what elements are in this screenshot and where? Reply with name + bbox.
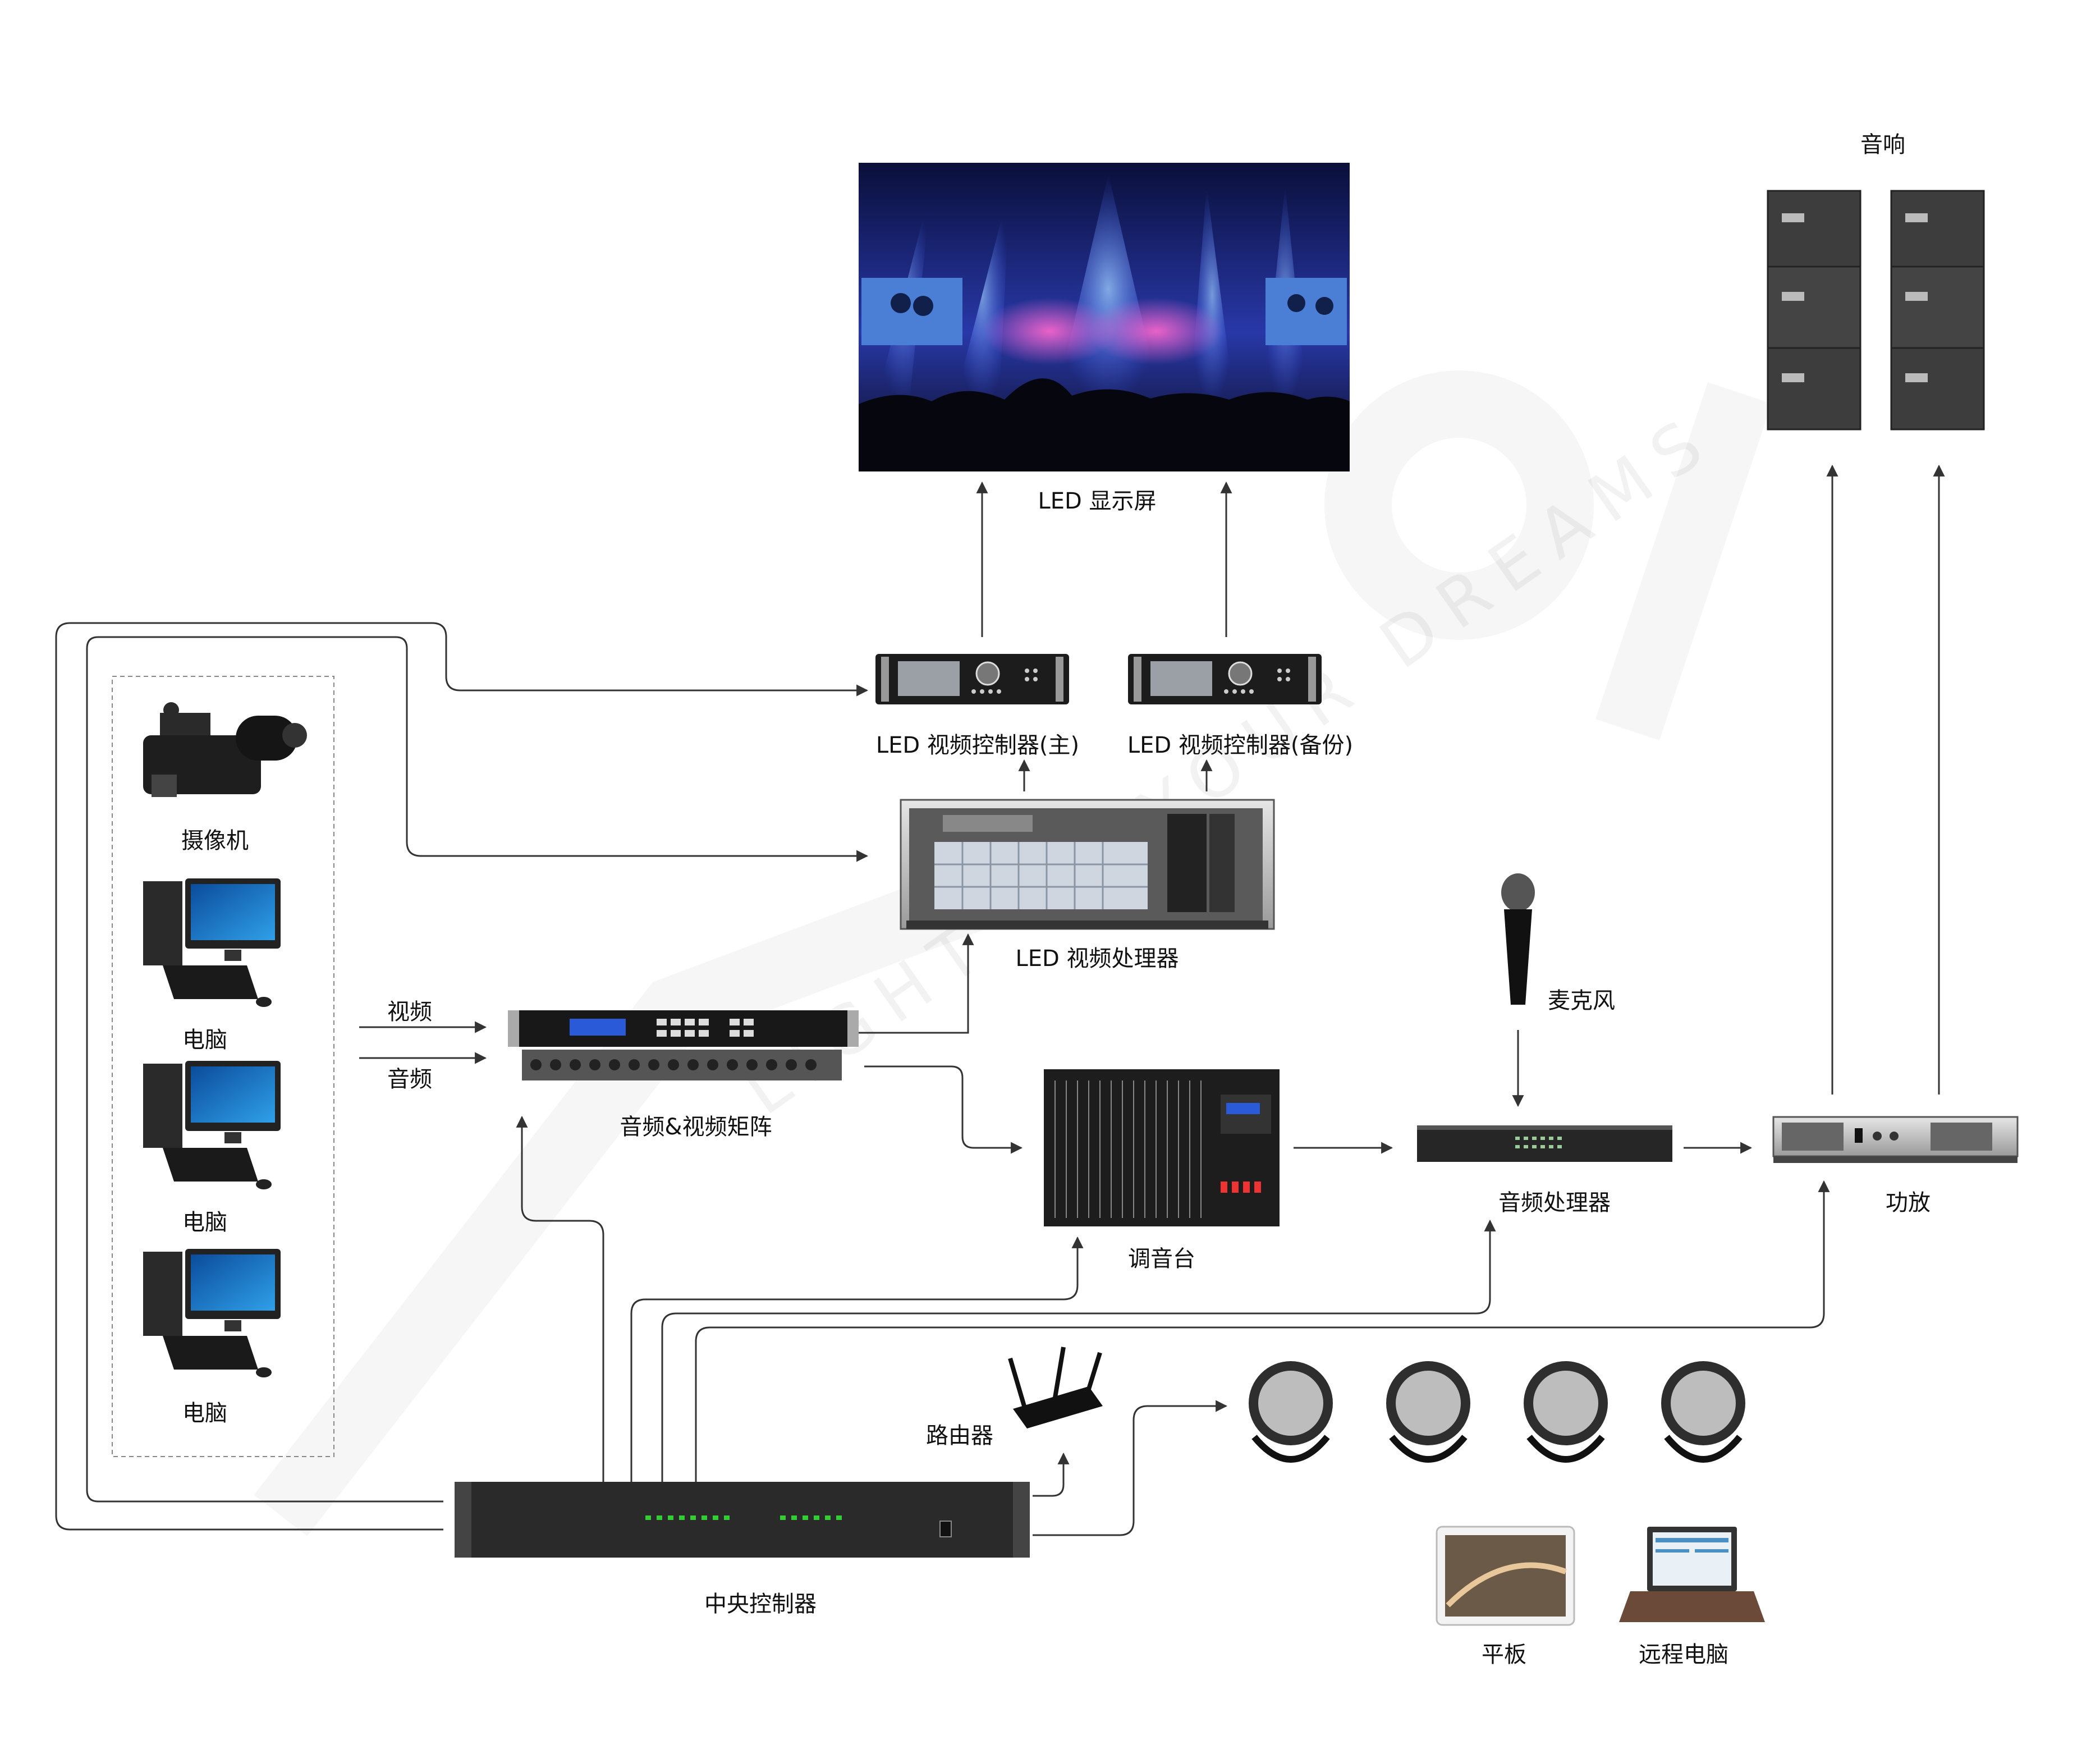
stage-light-2 (1386, 1361, 1470, 1463)
speaker-stack-left (1767, 190, 1861, 431)
wire-central-to-mixer (630, 1236, 1084, 1482)
led-controller-main-image (875, 654, 1069, 704)
wire-central-to-lights (1033, 1400, 1228, 1536)
wire-central-to-processor (86, 636, 869, 1503)
label-video-signal: 视频 (387, 999, 432, 1025)
label-router: 路由器 (926, 1423, 993, 1449)
tablet-image (1436, 1526, 1575, 1626)
wire-central-to-amplifier (695, 1180, 1830, 1482)
label-pc-1: 电脑 (182, 1027, 227, 1053)
mixer-image (1044, 1069, 1280, 1226)
wire-central-to-router (1033, 1452, 1070, 1497)
label-av-matrix: 音频&视频矩阵 (620, 1114, 772, 1140)
label-tablet: 平板 (1482, 1642, 1526, 1668)
stage-light-3 (1524, 1361, 1608, 1463)
router-image (1008, 1347, 1103, 1428)
label-audio-processor: 音频处理器 (1498, 1190, 1611, 1216)
label-mixer: 调音台 (1128, 1246, 1195, 1272)
label-camera: 摄像机 (181, 828, 249, 854)
label-led-screen: LED 显示屏 (1038, 488, 1157, 514)
central-controller-image (455, 1482, 1030, 1558)
label-controller-backup: LED 视频控制器(备份) (1127, 732, 1354, 758)
pc-image-2 (143, 1061, 281, 1189)
amplifier-image (1772, 1116, 2019, 1163)
connection-wires (55, 464, 1945, 1536)
stage-light-1 (1249, 1361, 1333, 1463)
label-pc-3: 电脑 (182, 1400, 227, 1426)
wire-central-to-audio-processor (661, 1219, 1496, 1482)
label-speakers: 音响 (1860, 132, 1905, 158)
pc-image-1 (143, 878, 281, 1007)
label-audio-signal: 音频 (387, 1066, 432, 1092)
wire-central-to-matrix (516, 1115, 604, 1482)
label-video-processor: LED 视频处理器 (1015, 946, 1179, 972)
speaker-stack-right (1890, 190, 1985, 431)
wire-central-to-controllers (55, 622, 869, 1531)
audio-processor-image (1417, 1125, 1672, 1162)
label-central-controller: 中央控制器 (704, 1591, 817, 1617)
label-remote-pc: 远程电脑 (1639, 1642, 1728, 1668)
label-microphone: 麦克风 (1548, 988, 1615, 1014)
label-controller-main: LED 视频控制器(主) (875, 732, 1080, 758)
wire-matrix-to-processor (839, 933, 974, 1034)
label-pc-2: 电脑 (182, 1210, 227, 1235)
av-matrix-image (508, 1010, 859, 1080)
remote-pc-image (1619, 1527, 1765, 1622)
wire-matrix-to-mixer (864, 1065, 1023, 1154)
stage-light-4 (1661, 1361, 1745, 1463)
microphone-image (1501, 873, 1535, 1005)
source-group-frame (112, 676, 334, 1457)
pc-image-3 (143, 1249, 281, 1377)
camera-image (143, 702, 307, 797)
led-screen-image (859, 163, 1350, 471)
led-controller-backup-image (1128, 654, 1322, 704)
led-video-processor-image (900, 799, 1275, 930)
label-amplifier: 功放 (1886, 1190, 1931, 1216)
